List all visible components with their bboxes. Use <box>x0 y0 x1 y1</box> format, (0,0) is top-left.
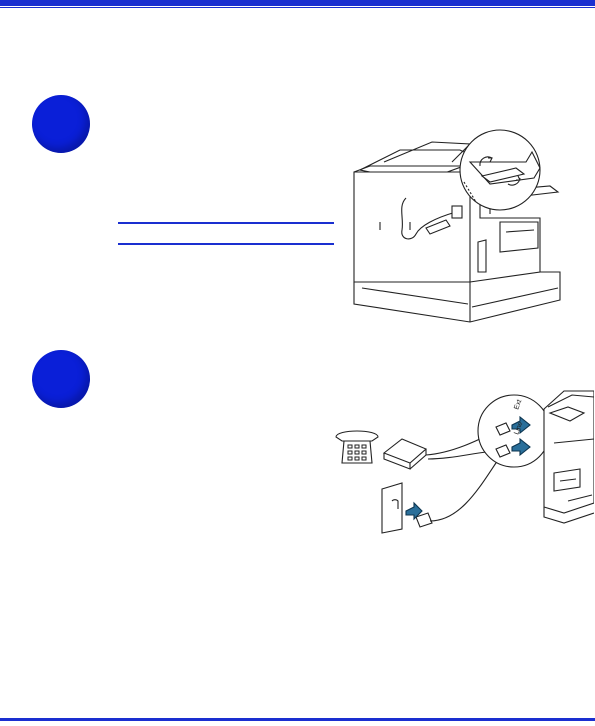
printer-rear-cable-icon <box>353 129 561 323</box>
step-1-bullet <box>32 95 90 153</box>
svg-text:Line: Line <box>513 421 524 436</box>
note-rule-bottom <box>118 243 334 245</box>
svg-text:Ext: Ext <box>513 399 523 411</box>
step-2-bullet <box>32 350 90 408</box>
header-rule-thin <box>0 7 595 8</box>
note-rule-top <box>118 222 334 224</box>
telephone-line-connection-icon: Ext Line <box>335 390 594 534</box>
header-rule <box>0 0 595 6</box>
footer-rule <box>0 718 595 721</box>
